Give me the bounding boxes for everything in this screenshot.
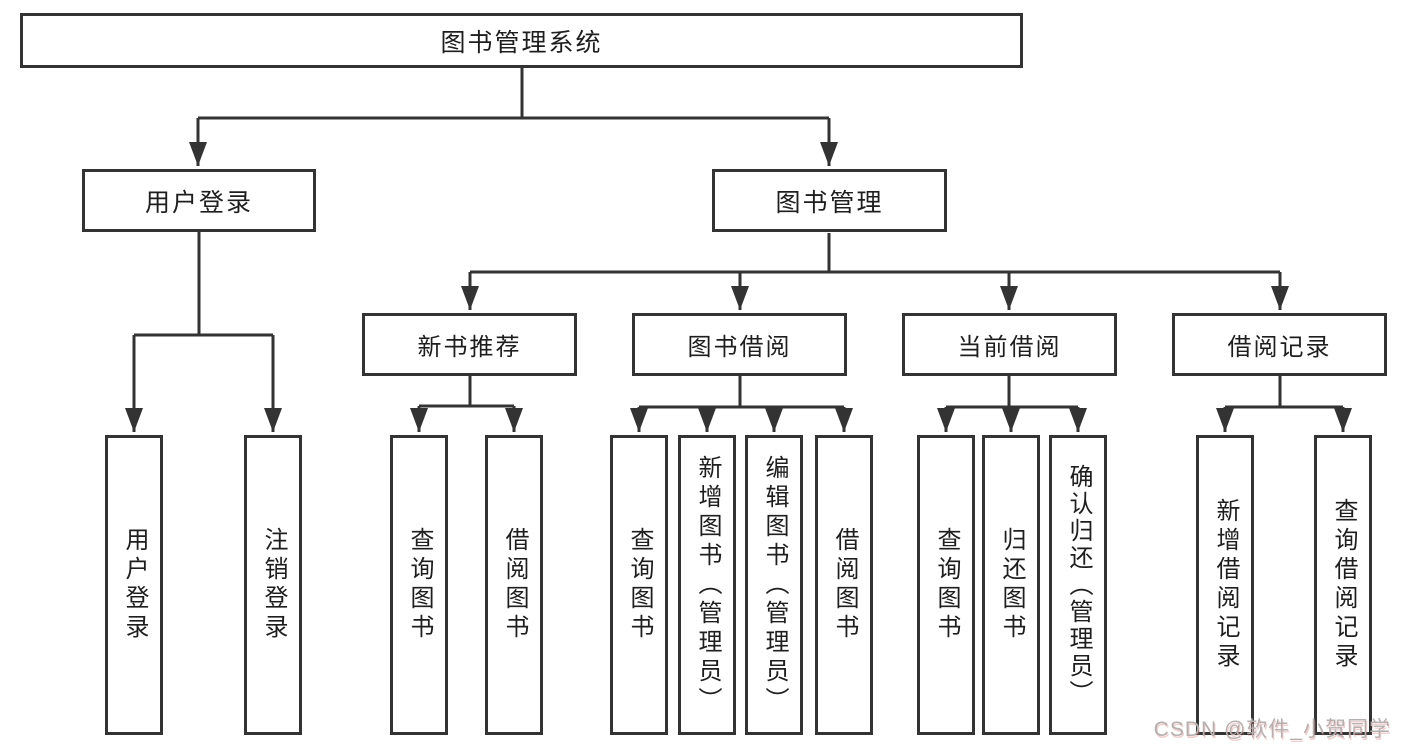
leaf-query-books-borrow: 查询图书 — [610, 435, 668, 735]
node-book-borrowing: 图书借阅 — [632, 313, 847, 376]
leaf-user-login: 用户登录 — [105, 435, 163, 735]
leaf-borrow-books: 借阅图书 — [815, 435, 873, 735]
node-user-login: 用户登录 — [82, 169, 316, 232]
node-book-management: 图书管理 — [712, 169, 947, 232]
leaf-borrow-books-recommend: 借阅图书 — [485, 435, 543, 735]
leaf-query-borrow-record: 查询借阅记录 — [1314, 435, 1372, 735]
leaf-query-books-recommend: 查询图书 — [390, 435, 448, 735]
node-root-system: 图书管理系统 — [20, 13, 1023, 68]
leaf-return-books: 归还图书 — [982, 435, 1040, 735]
node-new-book-recommend: 新书推荐 — [362, 313, 577, 376]
leaf-edit-books-admin: 编辑图书（管理员） — [745, 435, 803, 735]
leaf-add-borrow-record: 新增借阅记录 — [1196, 435, 1254, 735]
leaf-add-books-admin: 新增图书（管理员） — [678, 435, 736, 735]
node-borrowing-records: 借阅记录 — [1172, 313, 1387, 376]
node-current-borrowing: 当前借阅 — [902, 313, 1117, 376]
leaf-logout: 注销登录 — [244, 435, 302, 735]
csdn-watermark: CSDN @软件_小贺同学 — [1153, 718, 1391, 741]
leaf-query-books-current: 查询图书 — [917, 435, 975, 735]
leaf-confirm-return-admin: 确认归还（管理员） — [1049, 435, 1107, 735]
